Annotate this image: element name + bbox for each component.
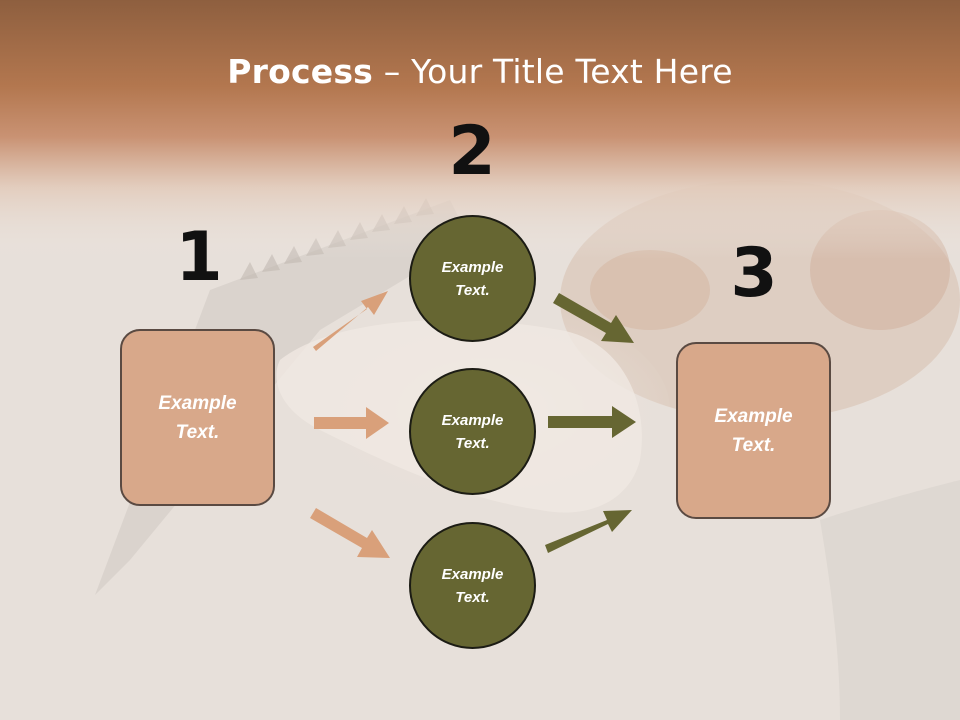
step-1-text: Example Text. bbox=[158, 392, 237, 443]
circle-bottom[interactable]: Example Text. bbox=[409, 522, 536, 649]
title-bold: Process bbox=[227, 52, 374, 91]
circle-middle[interactable]: Example Text. bbox=[409, 368, 536, 495]
circle-bottom-text: Example Text. bbox=[441, 565, 504, 606]
circle-middle-text: Example Text. bbox=[441, 411, 504, 452]
circle-top-text: Example Text. bbox=[441, 258, 504, 299]
step-3-text: Example Text. bbox=[714, 405, 793, 456]
step-number-2: 2 bbox=[448, 112, 496, 191]
title-rest: – Your Title Text Here bbox=[373, 52, 733, 91]
step-number-1: 1 bbox=[175, 218, 223, 297]
step-number-3: 3 bbox=[730, 234, 778, 313]
circle-top[interactable]: Example Text. bbox=[409, 215, 536, 342]
step-1-box[interactable]: Example Text. bbox=[120, 329, 275, 506]
slide-title: Process – Your Title Text Here bbox=[0, 52, 960, 91]
step-3-box[interactable]: Example Text. bbox=[676, 342, 831, 519]
